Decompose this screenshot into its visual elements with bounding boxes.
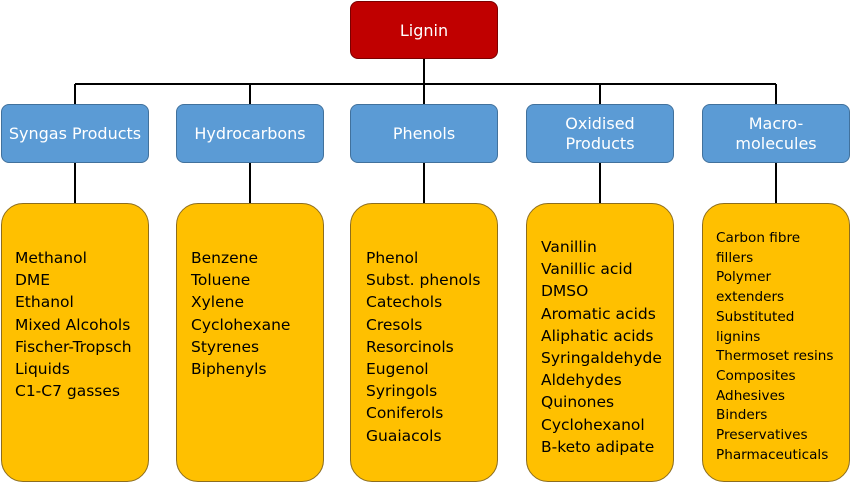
product-item: Catechols [366, 293, 443, 312]
category-phenols: Phenols [350, 104, 498, 163]
product-item: Ethanol [15, 293, 74, 312]
product-item: Composites [716, 367, 796, 384]
products-phenols: Phenol Subst. phenols Catechols Cresols … [350, 203, 498, 482]
product-item: Liquids [15, 360, 70, 379]
product-item: Binders [716, 407, 768, 424]
product-item: Pharmaceuticals [716, 446, 829, 463]
product-item: Biphenyls [191, 360, 267, 379]
product-item: Thermoset resins [716, 348, 834, 365]
lignin-root-node: Lignin [350, 1, 498, 59]
product-item: Polymer [716, 269, 772, 286]
product-item: Preservatives [716, 427, 808, 444]
product-item: Subst. phenols [366, 271, 481, 290]
products-macromolecules: Carbon fibre fillers Polymer extenders S… [702, 203, 850, 482]
product-item: Eugenol [366, 360, 429, 379]
category-syngas-products: Syngas Products [1, 104, 149, 163]
product-item: Carbon fibre [716, 230, 801, 246]
product-item: Methanol [15, 249, 87, 267]
product-item: Syringols [366, 382, 438, 401]
product-item: Toluene [191, 271, 251, 290]
category-label: Hydrocarbons [194, 123, 306, 143]
product-item: Aromatic acids [541, 304, 656, 323]
product-item: Aliphatic acids [541, 326, 654, 345]
category-label: Syngas Products [8, 123, 142, 143]
category-label: Phenols [392, 123, 456, 143]
root-label: Lignin [399, 20, 449, 40]
product-item: Fischer-Tropsch [15, 337, 132, 356]
category-oxidised-products: Oxidised Products [526, 104, 674, 163]
product-item: Guaiacols [366, 426, 442, 445]
products-oxidised: Vanillin Vanillic acid DMSO Aromatic aci… [526, 203, 674, 482]
product-item: B-keto adipate [541, 437, 655, 456]
product-item: Cyclohexane [191, 315, 291, 334]
products-hydrocarbons: Benzene Toluene Xylene Cyclohexane Styre… [176, 203, 324, 482]
product-item: DMSO [541, 282, 589, 301]
product-item: Cresols [366, 315, 423, 334]
product-item: extenders [716, 289, 785, 306]
product-item: Syringaldehyde [541, 349, 662, 368]
product-item: fillers [716, 249, 754, 266]
product-item: C1-C7 gasses [15, 382, 120, 401]
product-item: Cyclohexanol [541, 415, 645, 434]
category-label: Macro-molecules [735, 113, 817, 153]
product-item: Resorcinols [366, 337, 454, 356]
product-item: DME [15, 271, 51, 290]
product-item: Phenol [366, 249, 419, 267]
product-item: Coniferols [366, 404, 444, 423]
product-item: Xylene [191, 293, 244, 312]
product-item: Vanillic acid [541, 260, 633, 279]
products-syngas: Methanol DME Ethanol Mixed Alcohols Fisc… [1, 203, 149, 482]
category-macromolecules: Macro-molecules [702, 104, 850, 163]
product-item: lignins [716, 328, 761, 345]
product-item: Mixed Alcohols [15, 315, 131, 334]
product-item: Quinones [541, 393, 615, 412]
product-item: Vanillin [541, 238, 597, 256]
product-item: Aldehydes [541, 371, 622, 390]
product-item: Adhesives [716, 387, 786, 404]
category-label: Oxidised Products [565, 113, 635, 153]
product-item: Styrenes [191, 337, 260, 356]
product-item: Substituted [716, 308, 795, 325]
product-item: Benzene [191, 249, 259, 267]
category-hydrocarbons: Hydrocarbons [176, 104, 324, 163]
